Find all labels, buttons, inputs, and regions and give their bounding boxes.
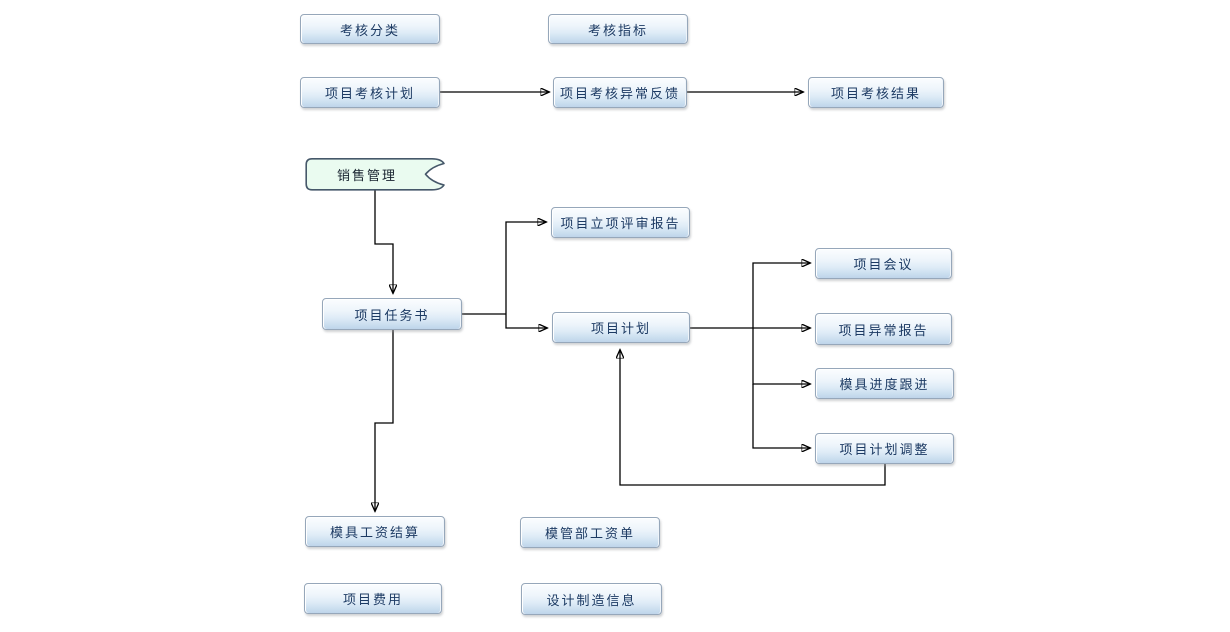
node-mold-dept-payroll[interactable]: 模管部工资单	[520, 517, 660, 548]
banner-shape-icon	[305, 158, 445, 191]
node-project-exception-report[interactable]: 项目异常报告	[815, 313, 952, 345]
node-sales-management[interactable]: 销售管理	[304, 157, 446, 192]
node-project-plan-adjustment[interactable]: 项目计划调整	[815, 433, 954, 464]
node-project-meeting[interactable]: 项目会议	[815, 248, 952, 279]
node-project-assessment-result[interactable]: 项目考核结果	[808, 77, 944, 108]
node-design-manufacturing-info[interactable]: 设计制造信息	[521, 583, 662, 615]
node-assessment-category[interactable]: 考核分类	[300, 14, 440, 44]
node-mold-progress-tracking[interactable]: 模具进度跟进	[815, 368, 954, 399]
node-project-task-book[interactable]: 项目任务书	[322, 298, 462, 330]
node-mold-wage-settlement[interactable]: 模具工资结算	[305, 516, 445, 547]
node-project-assessment-plan[interactable]: 项目考核计划	[300, 77, 440, 108]
node-project-initiation-review-report[interactable]: 项目立项评审报告	[551, 207, 690, 238]
node-project-plan[interactable]: 项目计划	[552, 312, 690, 343]
node-project-assessment-feedback[interactable]: 项目考核异常反馈	[553, 77, 687, 108]
banner-label: 销售管理	[336, 168, 397, 184]
node-project-cost[interactable]: 项目费用	[304, 583, 442, 614]
node-assessment-indicator[interactable]: 考核指标	[548, 14, 688, 44]
